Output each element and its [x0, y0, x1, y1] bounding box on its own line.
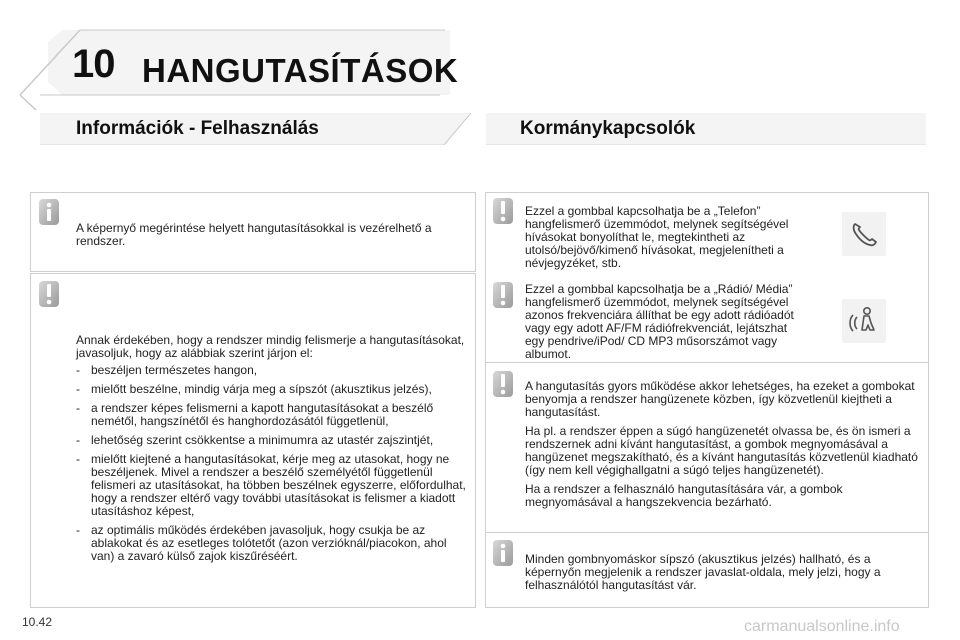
list-item: mielőtt kiejtené a hangutasításokat, kér…	[76, 453, 471, 518]
info-note-text: A képernyő megérintése helyett hangutasí…	[76, 221, 432, 248]
list-item: a rendszer képes felismerni a kapott han…	[76, 402, 471, 428]
chapter-number: 10	[72, 42, 115, 86]
phone-button-image	[842, 212, 886, 256]
paragraph: A hangutasítás gyors működése akkor lehe…	[525, 379, 915, 419]
chapter-title: HANGUTASÍTÁSOK	[142, 52, 459, 89]
info-icon	[493, 540, 513, 566]
right-section-header: Kormánykapcsolók	[486, 113, 930, 145]
warning-icon	[493, 282, 513, 308]
steering-controls-box	[485, 192, 929, 608]
chapter-tab-graphic	[19, 29, 450, 110]
left-section-heading: Információk - Felhasználás	[76, 118, 319, 139]
divider	[485, 532, 929, 533]
recommendation-list: beszéljen természetes hangon, mielőtt be…	[76, 364, 471, 569]
section-header-bar	[486, 113, 926, 145]
beep-note-text: Minden gombnyomáskor sípszó (akusztikus …	[525, 552, 881, 592]
watermark: carmanualsonline.info	[744, 618, 900, 635]
phone-icon	[852, 223, 877, 247]
list-item: az optimális működés érdekében javasolju…	[76, 524, 471, 563]
phone-button-text: Ezzel a gombbal kapcsolhatja be a „Telef…	[525, 204, 789, 270]
warning-icon	[493, 371, 513, 397]
list-item: beszéljen természetes hangon,	[76, 364, 471, 378]
paragraph: Ha pl. a rendszer éppen a súgó hangüzene…	[525, 424, 918, 477]
warning-icon	[493, 198, 513, 224]
section-header-bar	[40, 113, 472, 145]
divider	[485, 362, 929, 363]
radio-button-text: Ezzel a gombbal kapcsolhatja be a „Rádió…	[525, 282, 794, 361]
voice-button-image	[842, 299, 886, 343]
warning-icon	[39, 281, 59, 307]
info-icon	[39, 199, 59, 225]
voice-command-icon	[849, 307, 875, 332]
page-number: 10.42	[22, 615, 53, 629]
quick-command-text: A hangutasítás gyors működése akkor lehe…	[525, 380, 920, 509]
info-note-box	[30, 192, 476, 272]
left-section-header: Információk - Felhasználás	[40, 113, 480, 145]
right-section-heading: Kormánykapcsolók	[520, 118, 696, 139]
list-item: lehetőség szerint csökkentse a minimumra…	[76, 434, 471, 448]
list-item: mielőtt beszélne, mindig várja meg a síp…	[76, 383, 471, 397]
paragraph: Ha a rendszer a felhasználó hangutasítás…	[525, 482, 843, 509]
warning-intro-text: Annak érdekében, hogy a rendszer mindig …	[76, 333, 465, 360]
